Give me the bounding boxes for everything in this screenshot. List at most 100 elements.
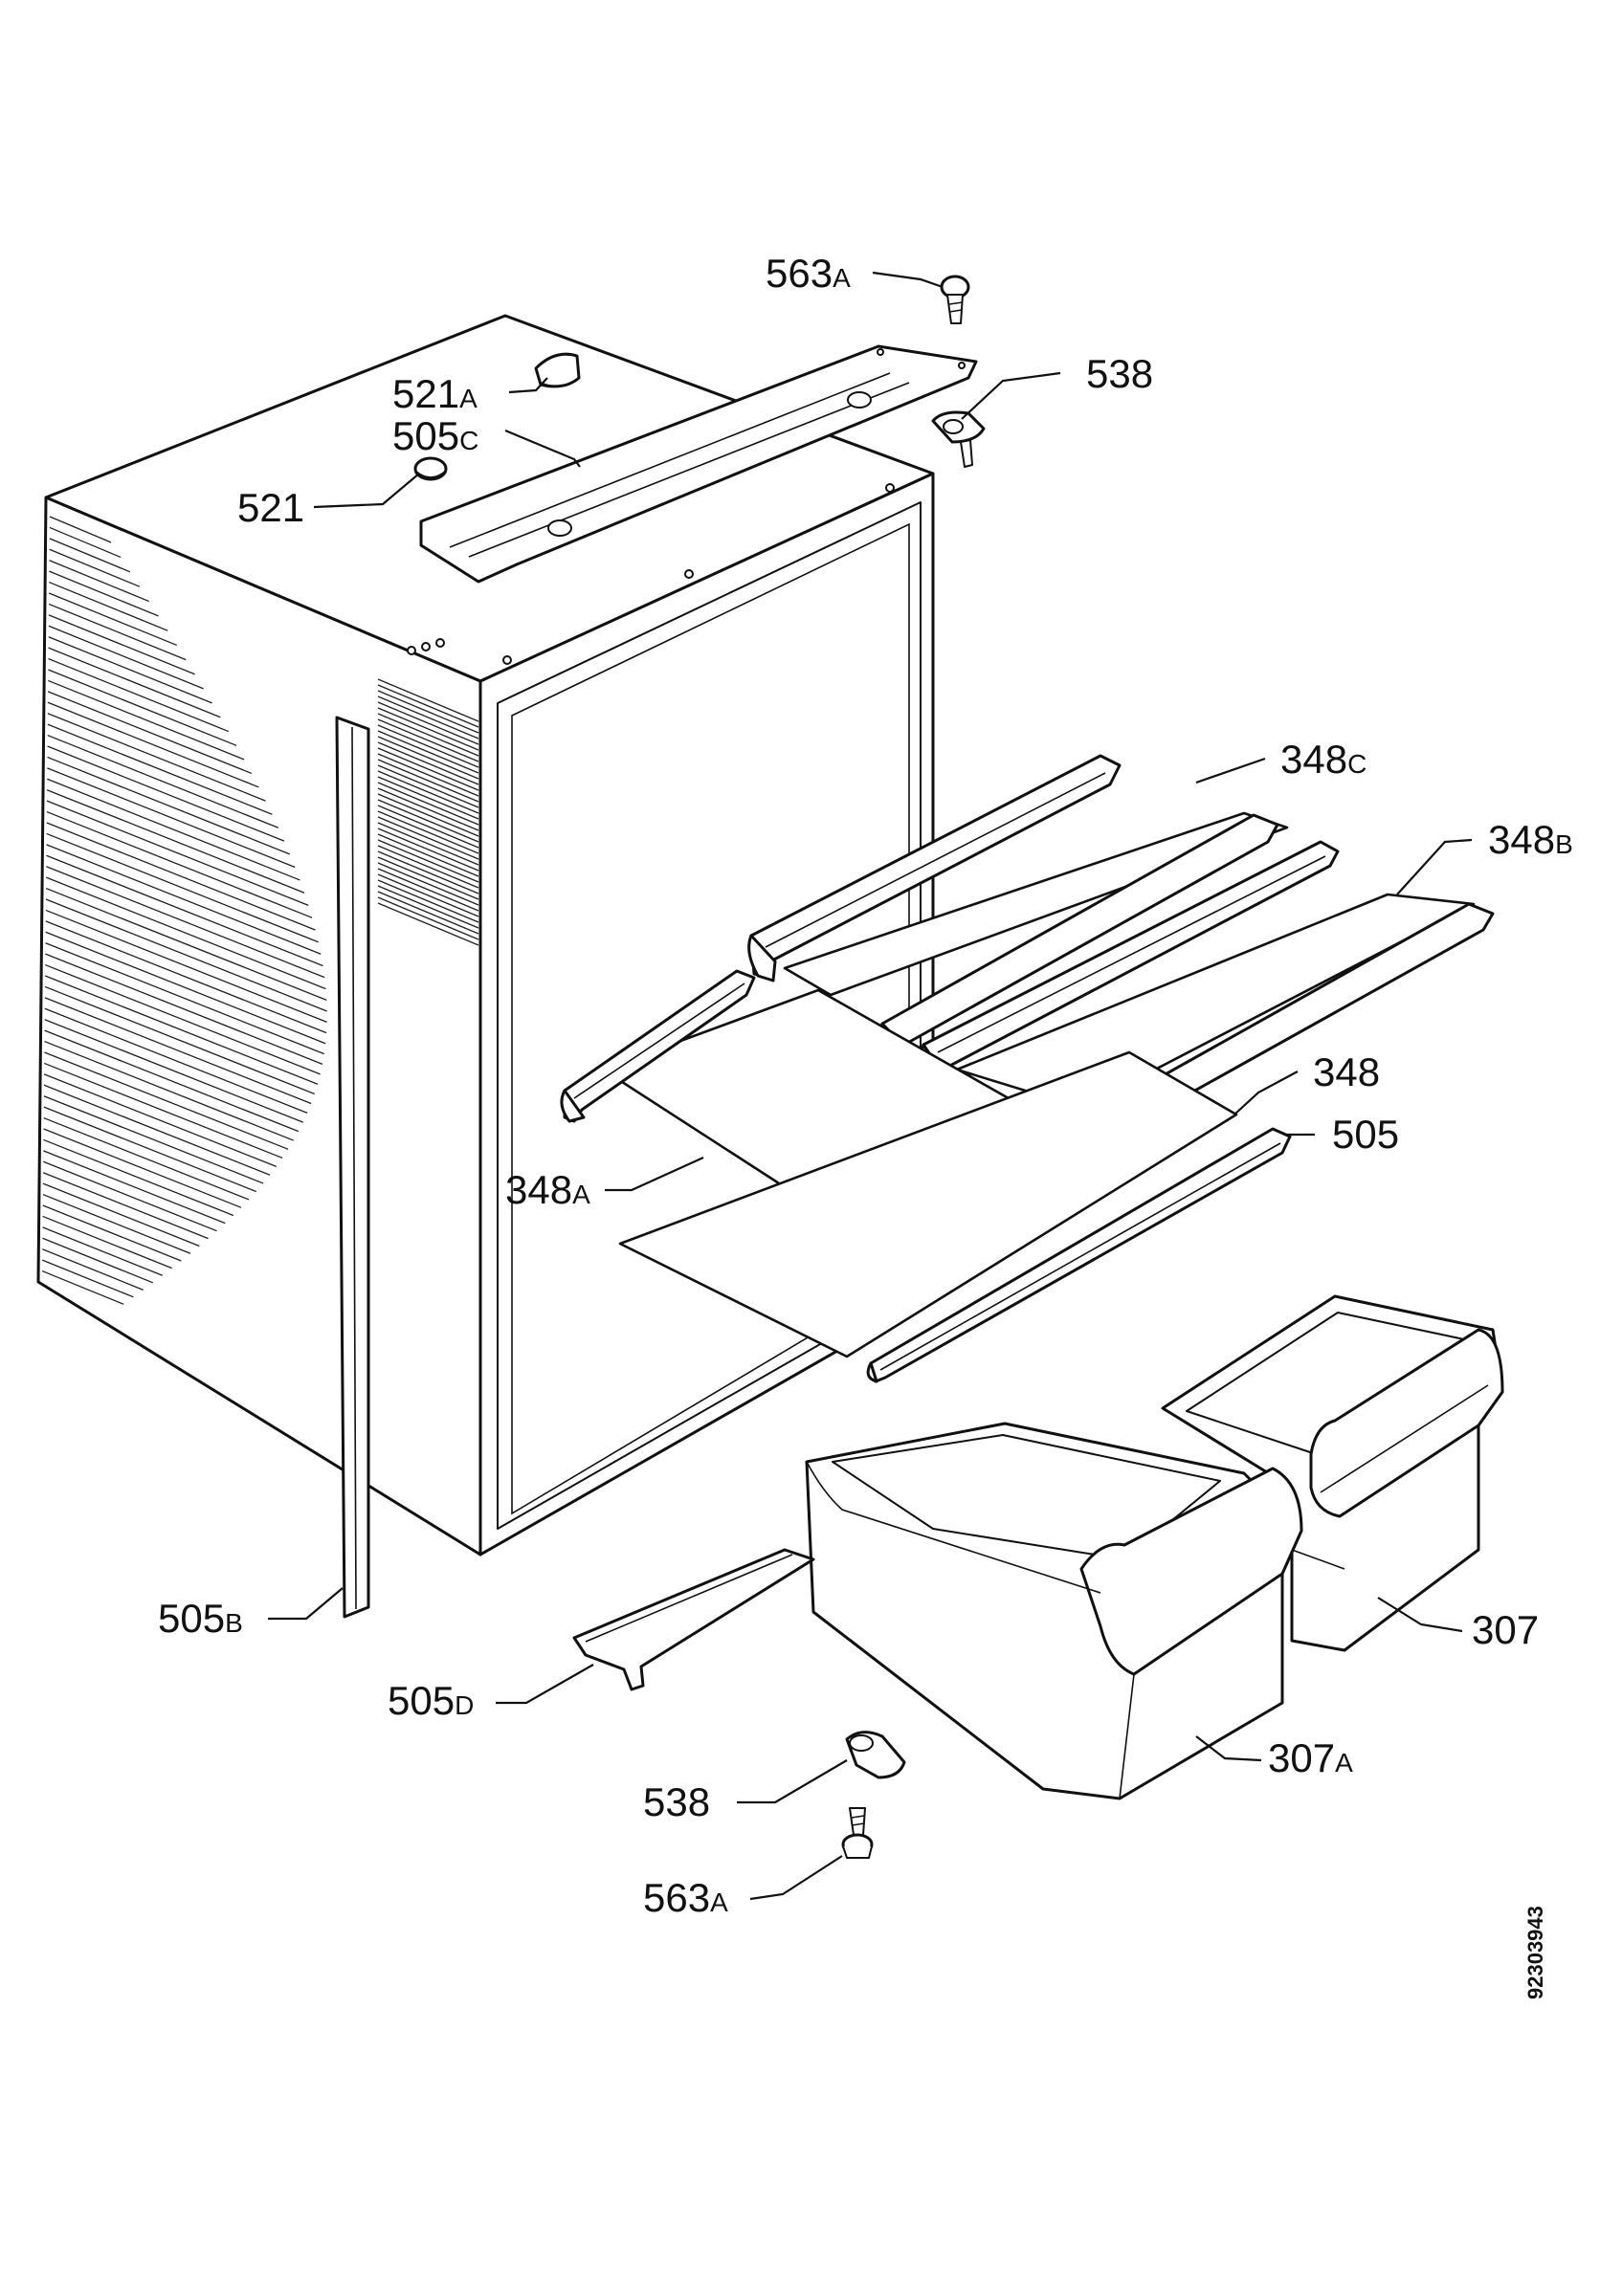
side-shading-line [46,854,323,967]
label-563a-top: 563A [766,251,851,296]
side-shading [41,516,479,1305]
side-shading-line [47,701,259,788]
side-shading-line [49,526,122,559]
side-shading-line [44,1029,300,1133]
side-shading-line [48,636,212,704]
side-shading-line [48,603,187,661]
part-labels: 563A 538 521A 505C 521 348C 348B 348 505… [158,251,1573,1920]
side-shading-line [377,741,479,785]
side-shading-line [44,997,312,1105]
drawer-307 [1161,1294,1504,1652]
side-shading-line [44,1062,283,1159]
side-shading-line [377,850,479,894]
leader-lines [268,271,1473,1901]
side-shading-line [377,690,479,734]
side-shading-line [48,647,221,718]
side-shading-line [43,1116,250,1201]
leader-505d [496,1664,594,1705]
side-shading-line [42,1215,172,1269]
side-shading-line [48,592,178,647]
side-shading-line [49,516,112,543]
side-shading-line [44,1040,294,1141]
side-shading-line [45,942,324,1055]
side-shading-line [377,730,479,774]
side-shading-line [43,1150,226,1225]
plug-521 [413,456,448,481]
side-shading-line [377,885,479,929]
side-shading-line [45,887,327,1001]
side-shading-line [41,1269,124,1305]
side-shading-line [377,678,479,722]
label-521: 521 [237,485,304,530]
side-shading-line [377,718,479,762]
side-shading-line [43,1073,278,1168]
top-hinge-plate [419,344,978,584]
label-307: 307 [1472,1607,1539,1652]
side-shading-line [377,736,479,780]
side-shading-line [377,902,479,946]
side-shading-line [377,816,479,860]
side-shading-line [47,723,273,815]
plate-505d [572,1548,815,1691]
side-shading-line [377,793,479,837]
side-shading-line [44,1007,308,1114]
side-shading-line [49,581,168,631]
side-shading-line [43,1128,242,1208]
side-shading-line [45,876,326,990]
leader-538-bottom [737,1759,848,1804]
screw-563a-bottom [841,1807,874,1859]
side-shading-line [44,975,319,1085]
leader-348a [605,1156,704,1192]
label-538-bottom: 538 [643,1779,710,1824]
side-shading-line [49,570,159,617]
side-shading-line [47,756,291,855]
side-shading-line [49,560,150,603]
label-505c: 505C [392,413,478,458]
side-shading-line [377,862,479,906]
door-seal-strip [335,716,370,1619]
leader-563a-bottom [749,1855,843,1901]
side-shading-line [42,1182,200,1247]
side-shading-line [377,799,479,843]
side-shading-line [46,789,305,894]
document-number: 92303943 [1523,1906,1547,1999]
side-shading-line [377,701,479,745]
side-shading-line [43,1084,271,1176]
side-shading-line [377,839,479,883]
side-shading-line [45,953,323,1065]
cabinet-side [36,496,482,1556]
side-shading-line [43,1160,217,1232]
side-shading-line [45,909,327,1024]
shelf-348 [618,1050,1238,1358]
side-shading-line [377,776,479,820]
leader-348 [1233,1071,1299,1115]
side-shading-line [377,764,479,808]
leader-521a [508,377,548,394]
side-shading-line [377,713,479,757]
side-shading-line [47,745,285,842]
label-521a: 521A [392,371,478,416]
side-shading-line [43,1138,234,1217]
side-shading-line [45,963,321,1075]
side-shading-line [45,898,327,1012]
side-shading-line [45,931,326,1045]
side-shading-line [377,891,479,935]
leader-307 [1377,1597,1463,1633]
side-shading-line [46,810,313,918]
label-348c: 348C [1280,737,1366,782]
side-shading-line [377,759,479,803]
leader-348c [1195,757,1266,784]
label-307a: 307A [1268,1735,1353,1780]
strip-505 [866,1127,1292,1383]
side-shading-line [377,828,479,872]
side-shading-line [47,691,253,775]
side-shading-line [377,753,479,797]
side-shading-line [47,713,266,802]
side-shading-line [377,845,479,889]
side-shading-line [377,873,479,917]
side-shading-line [49,548,141,587]
leader-348b [1396,838,1473,895]
side-shading-line [44,985,315,1095]
side-shading-line [48,625,204,690]
